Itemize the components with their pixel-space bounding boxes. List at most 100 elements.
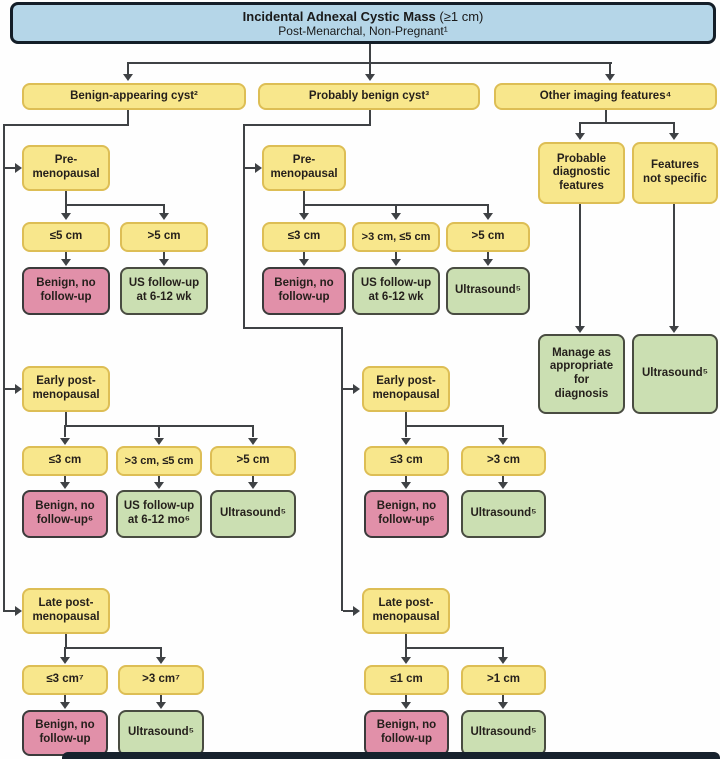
arrow-down: [669, 326, 679, 333]
node-b1-late-gt3cm: >3 cm⁷: [118, 665, 204, 695]
node-b2-early-gt3cm: >3 cm: [461, 446, 546, 476]
flow-line: [579, 122, 581, 134]
arrow-down: [498, 482, 508, 489]
node-b1-late-le3cm: ≤3 cm⁷: [22, 665, 108, 695]
flow-line: [341, 327, 343, 611]
arrow-down: [498, 702, 508, 709]
flow-line: [243, 124, 371, 126]
node-b2-premenopausal: Pre- menopausal: [262, 145, 346, 191]
arrow-down: [669, 133, 679, 140]
node-b3-probable-diagnostic: Probable diagnostic features: [538, 142, 625, 204]
flow-line: [65, 634, 67, 648]
arrow-down: [156, 657, 166, 664]
arrow-down: [575, 326, 585, 333]
flow-line: [405, 647, 407, 658]
arrow-down: [60, 438, 70, 445]
flow-line: [127, 110, 129, 126]
flow-line: [502, 647, 504, 658]
flow-line: [405, 412, 407, 426]
flow-line: [64, 647, 162, 649]
node-b1-late-ultrasound: Ultrasound⁵: [118, 710, 204, 756]
node-b3-features-not-specific: Features not specific: [632, 142, 718, 204]
node-b1-late-benign: Benign, no follow-up: [22, 710, 108, 756]
flow-line: [243, 124, 245, 329]
node-b2-early-ultrasound: Ultrasound⁵: [461, 490, 546, 538]
arrow-down: [248, 482, 258, 489]
flow-line: [405, 695, 407, 703]
arrow-down: [154, 438, 164, 445]
flow-line: [673, 204, 675, 326]
flow-line: [64, 476, 66, 483]
flow-line: [405, 647, 504, 649]
arrow-down: [60, 657, 70, 664]
node-b2-early-benign: Benign, no follow-up⁶: [364, 490, 449, 538]
flow-line: [579, 122, 675, 124]
flow-line: [502, 476, 504, 483]
flow-line: [160, 695, 162, 703]
arrow-down: [61, 213, 71, 220]
arrow-down: [61, 259, 71, 266]
flow-line: [163, 204, 165, 214]
flow-line: [369, 44, 371, 63]
flow-line: [502, 695, 504, 703]
node-b2-late-benign: Benign, no follow-up: [364, 710, 449, 756]
node-b2-pre-benign: Benign, no follow-up: [262, 267, 346, 315]
node-b1-pre-gt5cm: >5 cm: [120, 222, 208, 252]
arrow-down: [391, 259, 401, 266]
flow-line: [395, 252, 397, 260]
flow-line: [369, 110, 371, 126]
flow-line: [158, 476, 160, 483]
flow-line: [64, 647, 66, 658]
flow-line: [252, 425, 254, 437]
flow-line: [395, 204, 397, 214]
flow-line: [343, 610, 355, 612]
flow-line: [127, 62, 129, 75]
flow-line: [487, 204, 489, 214]
arrow-right: [255, 163, 262, 173]
flow-line: [3, 124, 129, 126]
flow-line: [65, 252, 67, 260]
flow-line: [3, 610, 16, 612]
node-b1-pre-le5cm: ≤5 cm: [22, 222, 110, 252]
root-title-bold: Incidental Adnexal Cystic Mass: [242, 8, 436, 24]
node-b2-early-le3cm: ≤3 cm: [364, 446, 449, 476]
root-subtitle: Post-Menarchal, Non-Pregnant¹: [278, 23, 448, 38]
node-b2-pre-ultrasound: Ultrasound⁵: [446, 267, 530, 315]
arrow-down: [60, 482, 70, 489]
arrow-down: [159, 213, 169, 220]
flow-line: [502, 425, 504, 437]
arrow-down: [391, 213, 401, 220]
flow-line: [303, 252, 305, 260]
flow-line: [65, 204, 67, 214]
flow-line: [303, 204, 305, 214]
node-b1-pre-usfollowup: US follow-up at 6-12 wk: [120, 267, 208, 315]
node-b1-late-post: Late post- menopausal: [22, 588, 110, 634]
arrow-right: [353, 606, 360, 616]
arrow-down: [401, 482, 411, 489]
node-b2-pre-gt5cm: >5 cm: [446, 222, 530, 252]
flow-line: [579, 204, 581, 326]
node-b2-late-gt1cm: >1 cm: [461, 665, 546, 695]
flow-line: [673, 122, 675, 134]
flow-line: [405, 425, 407, 437]
arrow-down: [248, 438, 258, 445]
flow-line: [609, 62, 611, 75]
node-b2-early-post: Early post- menopausal: [362, 366, 450, 412]
flow-line: [65, 191, 67, 205]
arrow-down: [401, 438, 411, 445]
node-b2-pre-3to5cm: >3 cm, ≤5 cm: [352, 222, 440, 252]
flow-line: [163, 252, 165, 260]
arrow-down: [401, 702, 411, 709]
footnote-box-edge: [62, 752, 720, 759]
arrow-right: [15, 384, 22, 394]
arrow-down: [575, 133, 585, 140]
arrow-down: [498, 657, 508, 664]
node-b2-late-ultrasound: Ultrasound⁵: [461, 710, 546, 756]
flow-line: [605, 110, 607, 124]
arrow-down: [401, 657, 411, 664]
node-b1-early-post: Early post- menopausal: [22, 366, 110, 412]
node-b2-late-post: Late post- menopausal: [362, 588, 450, 634]
node-b1-pre-benign: Benign, no follow-up: [22, 267, 110, 315]
arrow-down: [156, 702, 166, 709]
